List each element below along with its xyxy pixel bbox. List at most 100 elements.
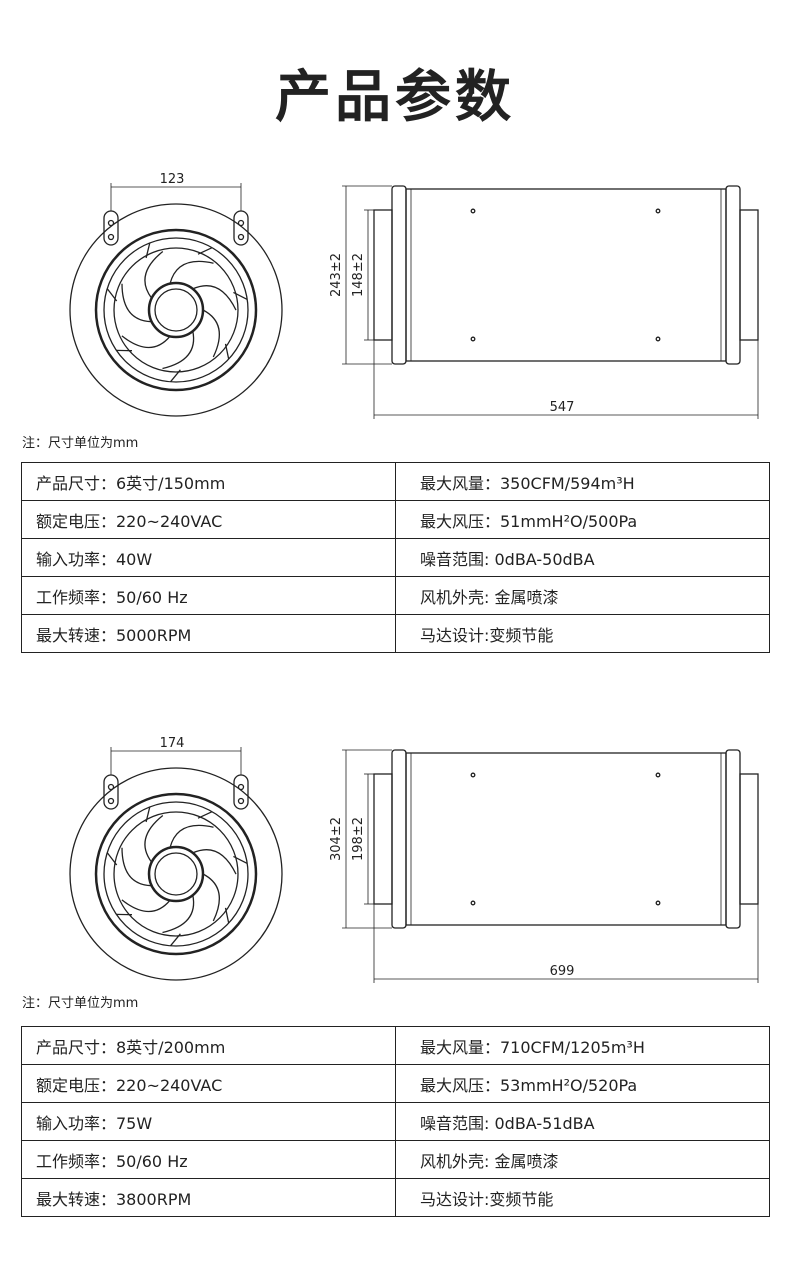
spec-cell: 最大风量：710CFM/1205m³H <box>395 1026 770 1065</box>
screw-dot <box>470 900 476 906</box>
hub-ring <box>147 281 205 339</box>
dimension-length-label: 699 <box>550 964 575 979</box>
duct-collar <box>373 209 393 341</box>
dimension-outer-height-label: 304±2 <box>329 817 344 861</box>
dimension-inner-height-label: 198±2 <box>351 817 366 861</box>
guide-vane <box>106 852 118 866</box>
product-section-2: 174 304±2 198±2 699 注：尺寸单位为mm 产品尺寸：8英寸/200m… <box>0 729 790 1219</box>
table-row: 额定电压：220~240VAC 最大风压：51mmH²O/500Pa <box>21 500 770 539</box>
spec-cell: 输入功率：75W <box>21 1102 396 1141</box>
spec-cell: 产品尺寸：8英寸/200mm <box>21 1026 396 1065</box>
duct-collar <box>739 773 759 905</box>
table-row: 产品尺寸：8英寸/200mm 最大风量：710CFM/1205m³H <box>21 1026 770 1065</box>
screw-dot <box>470 208 476 214</box>
mounting-hole <box>107 233 115 241</box>
hub-core <box>154 852 198 896</box>
guide-vane <box>106 288 118 302</box>
screw-dot <box>470 336 476 342</box>
spec-cell: 最大转速：5000RPM <box>21 614 396 653</box>
duct-body <box>405 188 727 362</box>
impeller-ring <box>113 247 239 373</box>
fan-blade <box>144 814 164 863</box>
inner-ring <box>103 801 249 947</box>
hub-ring <box>147 845 205 903</box>
fan-blade <box>169 824 214 848</box>
dimension-length-label: 547 <box>550 400 575 415</box>
spec-table: 产品尺寸：8英寸/200mm 最大风量：710CFM/1205m³H 额定电压：… <box>21 1026 770 1217</box>
fan-blade <box>121 847 152 887</box>
spec-cell: 最大转速：3800RPM <box>21 1178 396 1217</box>
fan-blade <box>121 899 171 913</box>
screw-dot <box>470 772 476 778</box>
screw-dot <box>655 900 661 906</box>
fan-blade <box>121 335 171 349</box>
dimension-drawing: 174 304±2 198±2 699 <box>0 729 790 1019</box>
mounting-hole <box>237 233 245 241</box>
guide-vane <box>145 806 151 823</box>
guide-vane <box>197 247 213 255</box>
duct-flange <box>391 185 407 365</box>
guide-vane <box>224 343 230 360</box>
dimension-width-label: 123 <box>160 172 185 187</box>
guide-vane <box>169 933 181 947</box>
housing-ring <box>94 228 258 392</box>
mounting-hole <box>107 219 115 227</box>
mounting-hole <box>237 783 245 791</box>
spec-cell: 噪音范围: 0dBA-50dBA <box>395 538 770 577</box>
hub-core <box>154 288 198 332</box>
table-row: 产品尺寸：6英寸/150mm 最大风量：350CFM/594m³H <box>21 462 770 501</box>
dimension-inner-height-label: 148±2 <box>351 253 366 297</box>
spec-cell: 额定电压：220~240VAC <box>21 1064 396 1103</box>
dimension-width-label: 174 <box>160 736 185 751</box>
fan-blade <box>121 283 152 323</box>
guide-vane <box>233 291 248 300</box>
fan-blade <box>192 849 237 875</box>
spec-cell: 噪音范围: 0dBA-51dBA <box>395 1102 770 1141</box>
guide-vane <box>169 369 181 383</box>
fan-blade <box>202 309 220 358</box>
screw-dot <box>655 208 661 214</box>
table-row: 输入功率：75W 噪音范围: 0dBA-51dBA <box>21 1102 770 1141</box>
guide-vane <box>224 907 230 924</box>
spec-cell: 马达设计:变频节能 <box>395 614 770 653</box>
table-row: 输入功率：40W 噪音范围: 0dBA-50dBA <box>21 538 770 577</box>
guide-vane <box>145 242 151 259</box>
guide-vane <box>233 855 248 864</box>
table-row: 工作频率：50/60 Hz 风机外壳: 金属喷漆 <box>21 576 770 615</box>
duct-flange <box>391 749 407 929</box>
duct-collar <box>373 773 393 905</box>
mounting-hole <box>237 797 245 805</box>
duct-flange <box>725 185 741 365</box>
spec-table: 产品尺寸：6英寸/150mm 最大风量：350CFM/594m³H 额定电压：2… <box>21 462 770 653</box>
spec-cell: 最大风压：51mmH²O/500Pa <box>395 500 770 539</box>
spec-cell: 额定电压：220~240VAC <box>21 500 396 539</box>
spec-cell: 工作频率：50/60 Hz <box>21 1140 396 1179</box>
spec-cell: 马达设计:变频节能 <box>395 1178 770 1217</box>
table-row: 最大转速：3800RPM 马达设计:变频节能 <box>21 1178 770 1217</box>
outer-ring <box>69 767 283 981</box>
spec-cell: 最大风量：350CFM/594m³H <box>395 462 770 501</box>
unit-note: 注：尺寸单位为mm <box>22 996 139 1011</box>
page-title: 产品参数 <box>275 65 515 130</box>
fan-blade <box>162 330 195 370</box>
mounting-hole <box>107 797 115 805</box>
outer-ring <box>69 203 283 417</box>
unit-note: 注：尺寸单位为mm <box>22 436 139 451</box>
inner-ring <box>103 237 249 383</box>
duct-flange <box>725 749 741 929</box>
fan-blade <box>192 285 237 311</box>
fan-blade <box>202 873 220 922</box>
impeller-ring <box>113 811 239 937</box>
guide-vane <box>197 811 213 819</box>
fan-blade <box>169 260 214 284</box>
spec-cell: 产品尺寸：6英寸/150mm <box>21 462 396 501</box>
table-row: 额定电压：220~240VAC 最大风压：53mmH²O/520Pa <box>21 1064 770 1103</box>
screw-dot <box>655 336 661 342</box>
spec-cell: 最大风压：53mmH²O/520Pa <box>395 1064 770 1103</box>
spec-cell: 工作频率：50/60 Hz <box>21 576 396 615</box>
screw-dot <box>655 772 661 778</box>
mounting-hole <box>237 219 245 227</box>
fan-blade <box>144 250 164 299</box>
